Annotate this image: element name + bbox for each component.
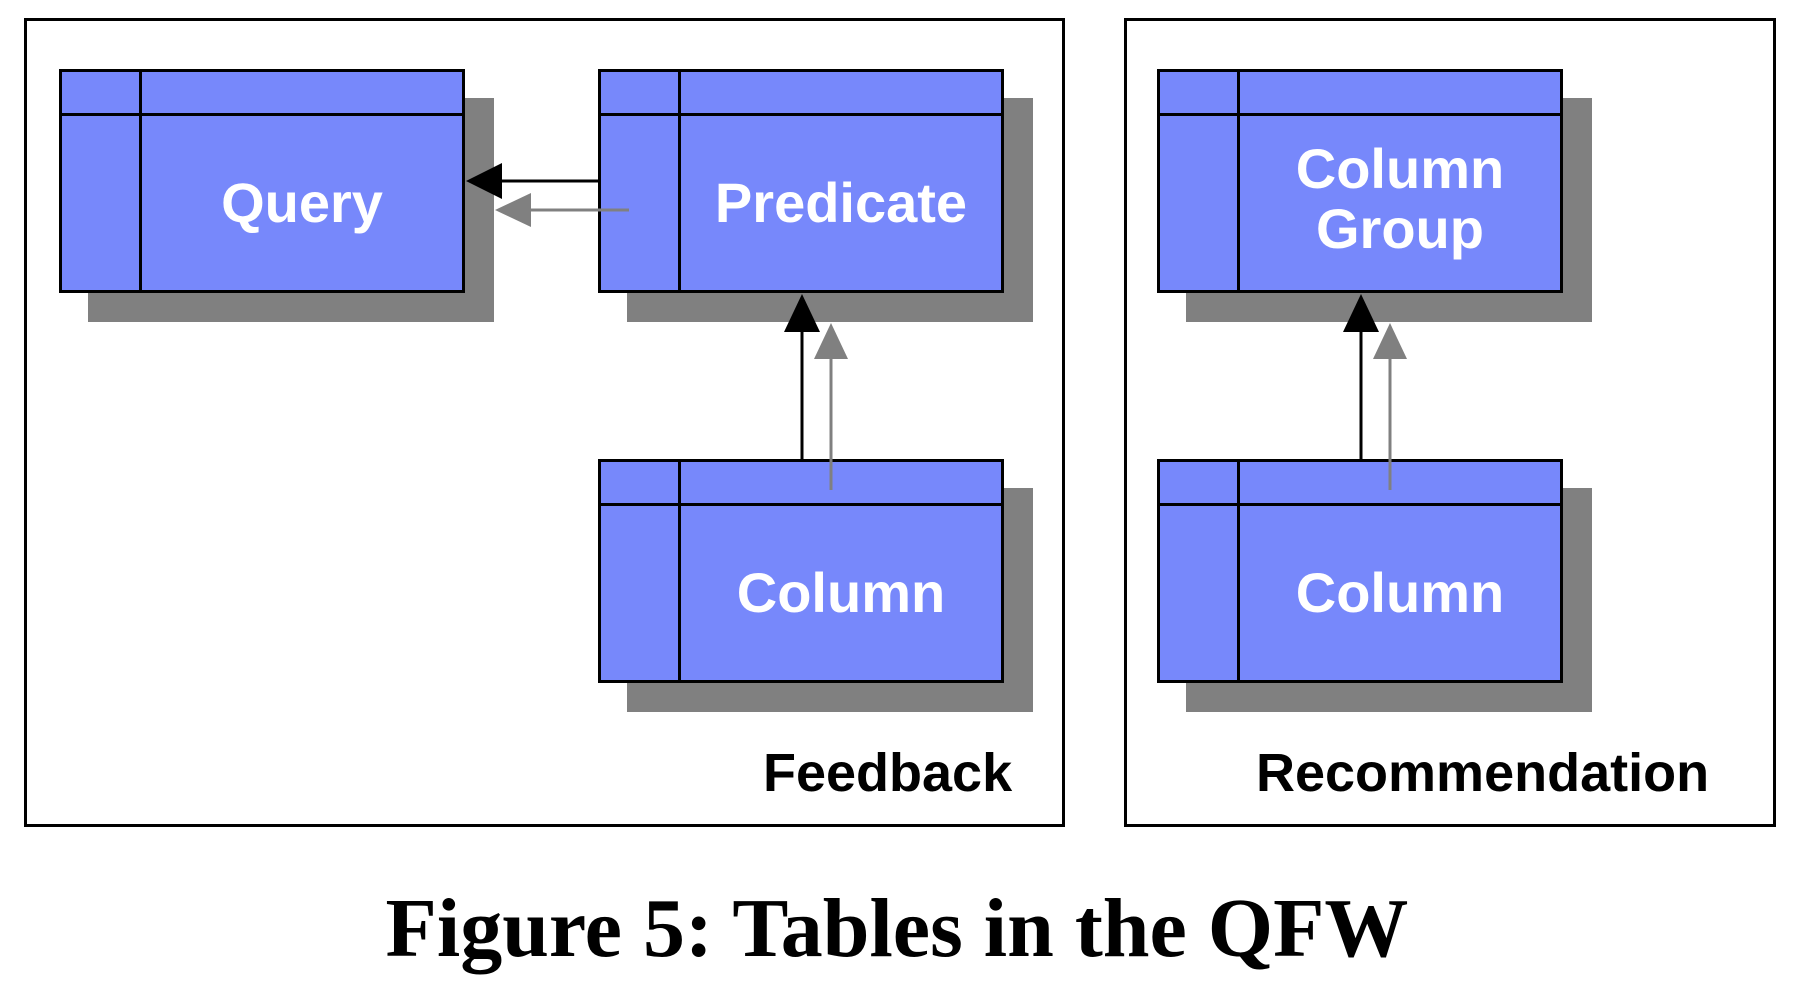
table-body: Column Group xyxy=(1157,69,1563,293)
table-header-line xyxy=(62,113,462,116)
table-body: Column xyxy=(1157,459,1563,683)
table-body: Predicate xyxy=(598,69,1004,293)
column-group-table: Column Group xyxy=(1157,69,1592,322)
arrow-predicate-to-query-secondary xyxy=(495,193,629,227)
arrow-predicate-to-query-primary xyxy=(466,163,598,199)
table-header-line xyxy=(601,113,1001,116)
recommendation-column-table: Column xyxy=(1157,459,1592,712)
recommendation-column-table-label: Column xyxy=(1295,560,1505,624)
figure-caption: Figure 5: Tables in the QFW xyxy=(385,882,1409,975)
table-header-line xyxy=(601,503,1001,506)
feedback-column-table-label: Column xyxy=(736,560,946,624)
predicate-table-label: Predicate xyxy=(714,170,968,234)
table-key-line xyxy=(1237,462,1240,680)
table-key-line xyxy=(1237,72,1240,290)
table-body: Column xyxy=(598,459,1004,683)
feedback-column-table: Column xyxy=(598,459,1033,712)
query-table-label: Query xyxy=(221,170,383,234)
feedback-panel-label: Feedback xyxy=(763,743,1013,803)
query-table: Query xyxy=(59,69,494,322)
arrow-column-to-predicate-primary xyxy=(784,294,820,459)
table-body: Query xyxy=(59,69,465,293)
arrow-column-to-column-group-primary xyxy=(1343,294,1379,459)
column-group-table-label: Column Group xyxy=(1295,136,1505,260)
arrow-column-to-column-group-secondary xyxy=(1373,323,1407,490)
table-key-line xyxy=(678,462,681,680)
arrow-column-to-predicate-secondary xyxy=(814,323,848,490)
recommendation-panel-label: Recommendation xyxy=(1256,743,1710,803)
predicate-table: Predicate xyxy=(598,69,1033,322)
table-header-line xyxy=(1160,503,1560,506)
table-key-line xyxy=(678,72,681,290)
table-key-line xyxy=(139,72,142,290)
table-header-line xyxy=(1160,113,1560,116)
